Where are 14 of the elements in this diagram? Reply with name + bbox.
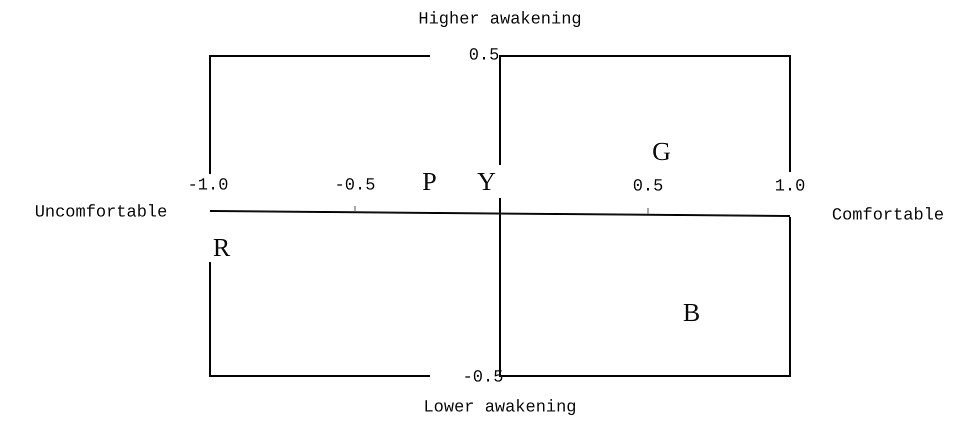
- point-letter: P: [422, 169, 438, 195]
- point-letter: R: [212, 235, 232, 261]
- tick-label: 0.5: [632, 178, 664, 196]
- point-letter: G: [652, 139, 672, 165]
- axis-title: Lower awakening: [423, 400, 577, 416]
- axis-title: Higher awakening: [418, 12, 582, 28]
- tick-label: 1.0: [774, 178, 806, 196]
- tick-label: -0.5: [334, 178, 376, 194]
- axis-title: Uncomfortable: [34, 204, 168, 222]
- point-letter: B: [682, 300, 702, 326]
- tick-label: 0.5: [468, 48, 500, 64]
- axis-title: Comfortable: [832, 208, 944, 224]
- tick-label: -1.0: [188, 178, 228, 194]
- point-letter: Y: [477, 169, 497, 195]
